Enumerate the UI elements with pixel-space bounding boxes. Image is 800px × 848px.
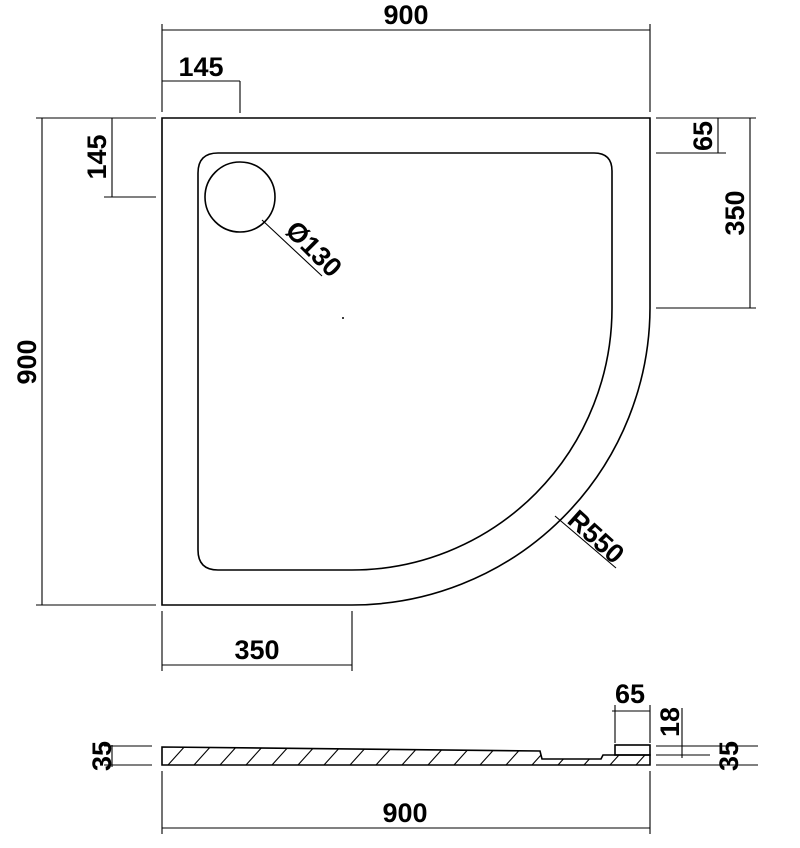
section-view: 35 35 18 65 900 (87, 679, 758, 834)
tray-basin-outline (197, 152, 613, 571)
tray-outline (161, 117, 651, 606)
radius-label: R550 (562, 504, 630, 569)
hatch-line (479, 747, 499, 765)
section-rim (614, 744, 651, 756)
dimension-label: 145 (178, 52, 223, 82)
tray-center-mark (342, 317, 344, 319)
dim-straight-side-bottom: 350 (161, 611, 353, 671)
dim-section-height-right: 35 (656, 741, 758, 771)
hatch-line (271, 747, 291, 765)
dim-rim-width: 65 (656, 117, 756, 154)
hatch-line (375, 747, 395, 765)
dim-section-rim-width: 65 (612, 679, 651, 743)
dimension-label: 350 (720, 190, 750, 235)
hatch-line (635, 747, 650, 765)
dimension-label: 900 (382, 798, 427, 828)
hatch-line (531, 747, 551, 765)
dim-overall-width: 900 (161, 0, 651, 112)
section-profile (161, 746, 651, 766)
dimension-label: 65 (615, 679, 645, 709)
hatch-line (245, 747, 265, 765)
dim-overall-depth: 900 (12, 117, 156, 606)
dimension-label: 900 (12, 339, 42, 384)
drain-circle (204, 161, 276, 233)
hatch-line (167, 747, 187, 765)
dim-drain-offset-y: 145 (82, 117, 156, 198)
dim-rim-height: 18 (655, 707, 710, 758)
hatch-line (219, 747, 239, 765)
dimension-label: 900 (383, 0, 428, 30)
hatch-line (453, 747, 473, 765)
drain-leader-line (261, 219, 323, 277)
dim-section-width: 900 (161, 771, 651, 834)
dimension-label: 65 (688, 121, 718, 151)
hatch-line (401, 747, 421, 765)
dim-section-height-left: 35 (87, 741, 152, 771)
hatch-line (427, 747, 447, 765)
hatch-line (583, 747, 603, 765)
dimension-label: 35 (714, 741, 744, 771)
hatch-line (557, 747, 577, 765)
plan-view: Ø130 R550 900 145 145 900 (12, 0, 756, 671)
dim-straight-side-right: 350 (656, 118, 756, 309)
radius-leader-line (554, 515, 617, 569)
drain-diameter-label: Ø130 (280, 215, 348, 283)
dimension-label: 350 (234, 635, 279, 665)
hatch-line (505, 747, 525, 765)
dimension-label: 18 (655, 707, 685, 737)
dimension-label: 35 (87, 741, 117, 771)
dimension-label: 145 (82, 134, 112, 179)
dim-drain-offset-x: 145 (162, 52, 241, 113)
hatch-line (349, 747, 369, 765)
hatch-line (193, 747, 213, 765)
